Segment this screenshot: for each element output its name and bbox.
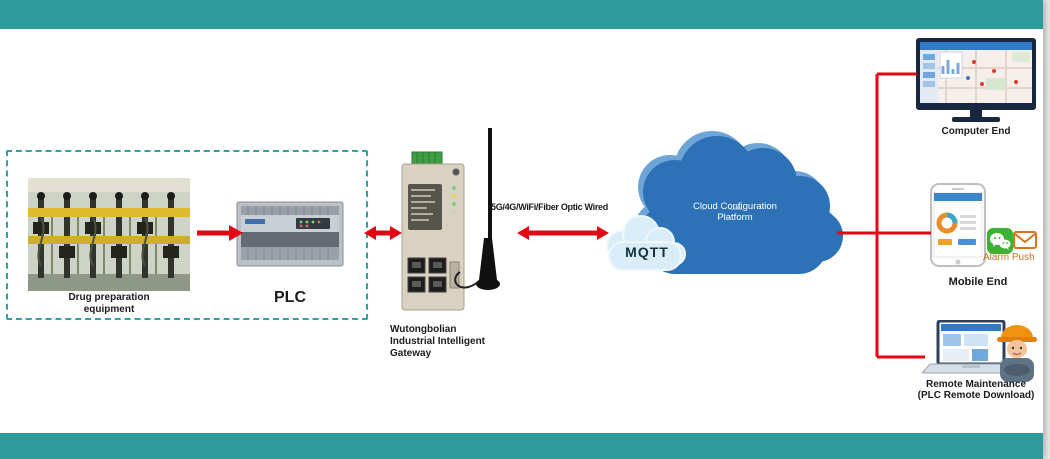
terminal-block	[411, 151, 443, 166]
cloud-platform-label: Cloud Configuration Platform	[693, 201, 777, 224]
drug-equipment-photo	[28, 178, 190, 291]
cloud-platform-icon	[606, 131, 843, 274]
mail-icon	[1013, 231, 1037, 249]
mqtt-cloud-icon	[606, 215, 686, 271]
hard-hat-icon	[1001, 325, 1033, 338]
mobile-phone	[930, 183, 986, 267]
remote-maintenance-sub-label: (PLC Remote Download)	[917, 390, 1035, 401]
computer-end-label: Computer End	[941, 126, 1011, 137]
bottom-banner-bar	[0, 433, 1043, 459]
plc-label: PLC	[274, 289, 306, 306]
antenna-icon	[454, 128, 500, 290]
gateway-device	[401, 128, 500, 311]
equipment-label: Drug preparation equipment	[68, 292, 150, 315]
remote-maintenance-label: Remote Maintenance	[925, 379, 1027, 390]
top-banner-bar	[0, 0, 1043, 29]
wechat-icon	[987, 228, 1013, 254]
computer-monitor	[916, 38, 1036, 122]
mobile-end-label: Mobile End	[948, 276, 1008, 288]
engineer-figure	[997, 325, 1037, 382]
alarm-push-label: Alarm Push	[983, 252, 1035, 263]
gateway-label: Wutongbolian Industrial Intelligent Gate…	[390, 324, 486, 359]
mqtt-label: MQTT	[625, 244, 669, 260]
link-type-label: 5G/4G/WiFi/Fiber Optic Wired	[491, 202, 608, 212]
maintenance-laptop	[922, 320, 1024, 374]
ethernet-ports	[407, 257, 447, 293]
plc-device	[236, 201, 344, 267]
